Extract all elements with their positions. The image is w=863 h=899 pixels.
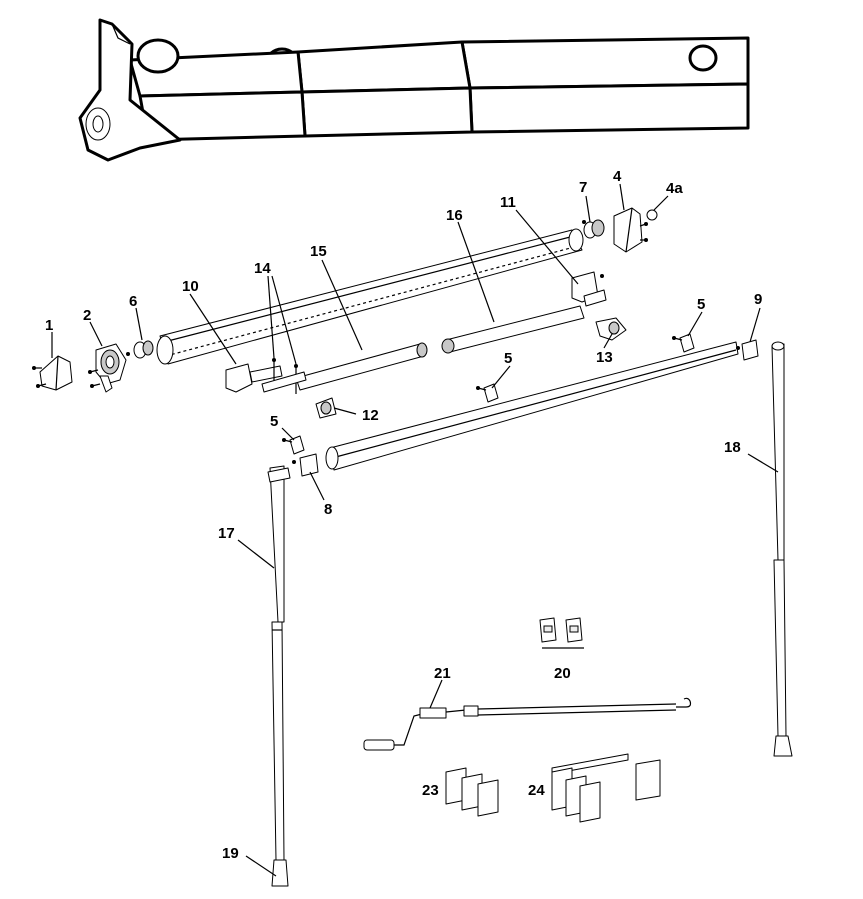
- arm-detail-view: [78, 18, 750, 162]
- label-part-7: 7: [579, 179, 587, 196]
- label-part-8: 8: [324, 501, 332, 518]
- label-part-18: 18: [724, 439, 741, 456]
- arm-end-tip: [111, 23, 131, 45]
- part-number-labels: 1 2 6 10 14 15 12 16 11 7 4 4a 5 5 5 13 …: [45, 168, 762, 862]
- arm-middle-tube-side: [300, 86, 474, 138]
- spring-tube-16: [441, 305, 585, 354]
- label-part-10: 10: [182, 278, 199, 295]
- part-6-bushing: [126, 340, 154, 359]
- part-11-bracket: [571, 271, 607, 307]
- label-part-6: 6: [129, 293, 137, 310]
- part-12-slider: [315, 397, 337, 419]
- leader-lines: [51, 183, 779, 877]
- part-5-plug-left: [282, 435, 305, 455]
- label-part-12: 12: [362, 407, 379, 424]
- arm-outer-tube-side: [468, 82, 750, 134]
- label-part-4: 4: [613, 168, 622, 185]
- part-1-end-cap: [32, 355, 73, 391]
- label-part-5-right: 5: [697, 296, 705, 313]
- roller-tube: [156, 228, 584, 365]
- part-4a-ring: [646, 209, 658, 221]
- arm-knob-left: [136, 38, 180, 74]
- label-part-15: 15: [310, 243, 327, 260]
- part-17-left-arm: [267, 465, 291, 887]
- part-13-slider: [595, 317, 627, 341]
- lead-rail: [325, 341, 739, 471]
- part-23-brackets: [445, 767, 499, 817]
- label-part-19: 19: [222, 845, 239, 862]
- arm-end-hole-inner: [92, 115, 104, 133]
- arm-button-right: [688, 44, 718, 72]
- part-21-crank-handle: [363, 697, 692, 751]
- spring-tube-15: [295, 342, 428, 391]
- label-part-2: 2: [83, 307, 91, 324]
- part-4-end-cap: [613, 207, 648, 253]
- label-part-24: 24: [528, 782, 545, 799]
- label-part-14: 14: [254, 260, 271, 277]
- part-9-bracket: [736, 339, 759, 361]
- label-part-4a: 4a: [666, 180, 683, 197]
- part-2-gearbox: [88, 343, 127, 393]
- label-part-11: 11: [500, 194, 516, 211]
- label-part-1: 1: [45, 317, 53, 334]
- label-part-5-middle: 5: [504, 350, 512, 367]
- part-5-plug-right: [672, 333, 695, 353]
- label-part-16: 16: [446, 207, 463, 224]
- label-part-13: 13: [596, 349, 613, 366]
- part-7-bushing: [582, 219, 605, 239]
- part-8-bracket: [292, 453, 319, 477]
- part-24-brackets: [551, 753, 661, 823]
- label-part-23: 23: [422, 782, 439, 799]
- part-5-plug-middle: [476, 383, 499, 403]
- label-part-20: 20: [554, 665, 571, 682]
- label-part-17: 17: [218, 525, 235, 542]
- arm-middle-tube: [296, 40, 472, 94]
- label-part-5-left: 5: [270, 413, 278, 430]
- part-18-right-arm: [771, 341, 793, 757]
- part-20-clips: [539, 617, 584, 649]
- part-14-pins: [261, 358, 307, 394]
- label-part-21: 21: [434, 665, 451, 682]
- label-part-9: 9: [754, 291, 762, 308]
